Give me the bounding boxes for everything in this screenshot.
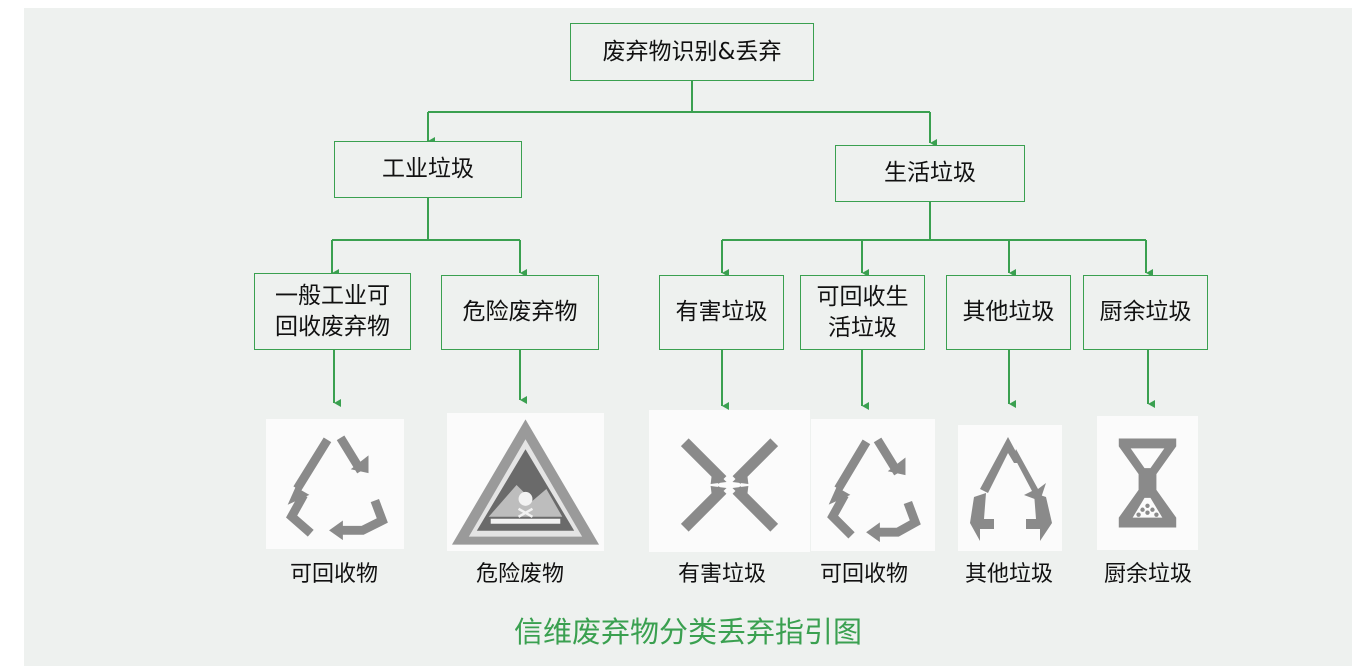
symbol-label-other: 其他垃圾: [964, 562, 1053, 587]
harmful-cross-icon: [649, 410, 810, 552]
connector-lines: [331, 81, 1155, 410]
recycle-icon: [266, 419, 404, 549]
general-industrial-recyclable-node: 一般工业可回收废弃物: [254, 273, 411, 350]
diagram-caption: 信维废弃物分类丢弃指引图: [513, 615, 862, 649]
root-label: 废弃物识别&丢弃: [602, 38, 782, 65]
kitchen-waste-label: 厨余垃圾: [1099, 299, 1192, 325]
symbol-label-recyclable-domestic: 可回收物: [819, 562, 908, 587]
root-node: 废弃物识别&丢弃: [570, 23, 814, 81]
domestic-waste-node: 生活垃圾: [835, 145, 1025, 202]
recycle-icon: [811, 419, 935, 551]
industrial-waste-node: 工业垃圾: [334, 141, 522, 198]
hazard-triangle-icon: [447, 413, 604, 551]
harmful-waste-node: 有害垃圾: [659, 275, 784, 350]
recyclable-domestic-label: 可回收生活垃圾: [816, 283, 909, 341]
kitchen-waste-node: 厨余垃圾: [1083, 275, 1208, 350]
other-waste-label: 其他垃圾: [962, 299, 1055, 325]
recyclable-domestic-node: 可回收生活垃圾: [800, 275, 925, 350]
hazardous-waste-node: 危险废弃物: [441, 275, 599, 350]
hazardous-waste-label: 危险废弃物: [462, 299, 578, 325]
hourglass-icon: [1097, 416, 1198, 550]
symbol-label-harmful: 有害垃圾: [677, 562, 766, 587]
diagram-canvas: 废弃物识别&丢弃 工业垃圾 生活垃圾 一般工业可回收废弃物 危险废弃物 有害垃圾…: [24, 8, 1352, 666]
other-waste-icon: [958, 425, 1062, 551]
general-industrial-recyclable-label: 一般工业可回收废弃物: [275, 282, 390, 340]
other-waste-node: 其他垃圾: [946, 275, 1071, 350]
industrial-waste-label: 工业垃圾: [382, 156, 474, 182]
symbol-label-hazardous: 危险废物: [475, 562, 564, 587]
symbol-label-recyclable: 可回收物: [289, 562, 378, 587]
symbol-label-kitchen: 厨余垃圾: [1103, 562, 1192, 587]
harmful-waste-label: 有害垃圾: [675, 299, 768, 325]
domestic-waste-label: 生活垃圾: [884, 160, 976, 186]
